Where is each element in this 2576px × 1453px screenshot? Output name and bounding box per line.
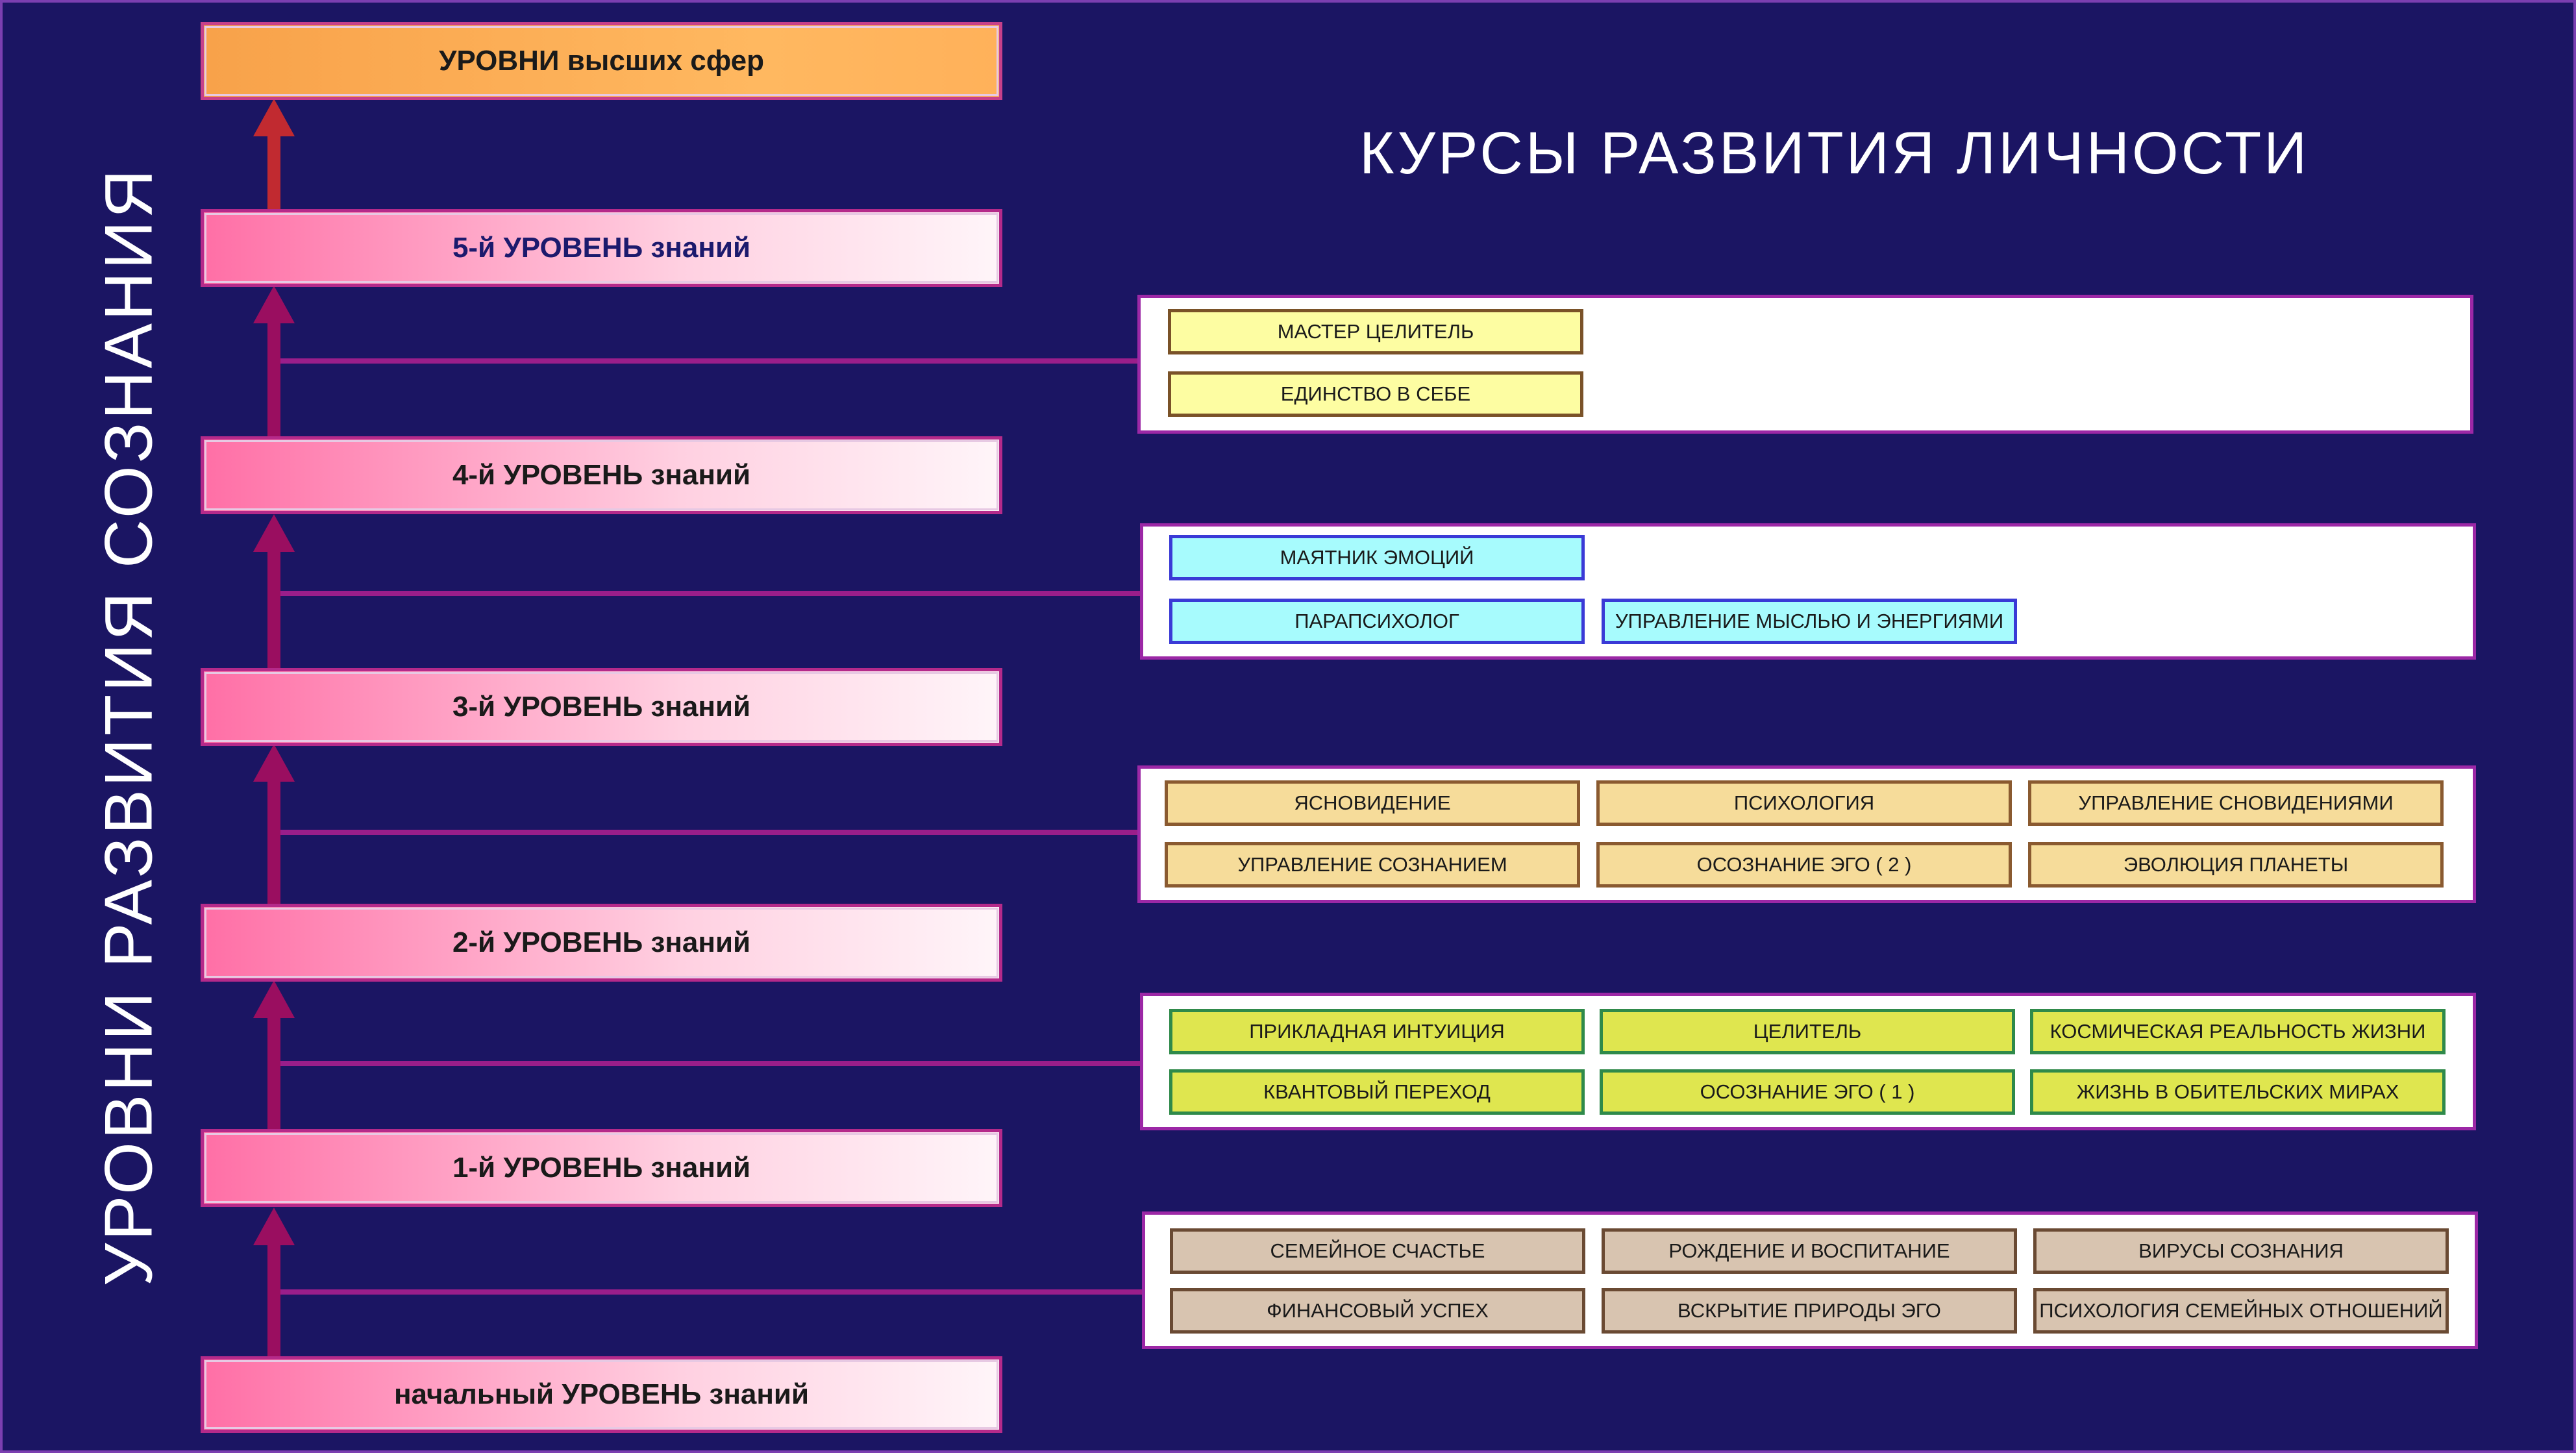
level-3-label: 3-й УРОВЕНЬ знаний [452, 691, 751, 723]
level-1-label: 1-й УРОВЕНЬ знаний [452, 1152, 751, 1184]
level-top-box: УРОВНИ высших сфер [201, 22, 1002, 100]
arrow-shaft-top [267, 132, 280, 209]
course-chip[interactable]: ФИНАНСОВЫЙ УСПЕХ [1170, 1288, 1585, 1334]
level-1-box: 1-й УРОВЕНЬ знаний [201, 1129, 1002, 1207]
arrow-head-5 [253, 286, 295, 323]
level-2-box: 2-й УРОВЕНЬ знаний [201, 904, 1002, 982]
side-title: УРОВНИ РАЗВИТИЯ СОЗНАНИЯ [91, 167, 167, 1286]
course-chip[interactable]: УПРАВЛЕНИЕ СНОВИДЕНИЯМИ [2028, 780, 2444, 826]
course-chip[interactable]: РОЖДЕНИЕ И ВОСПИТАНИЕ [1602, 1228, 2017, 1274]
arrow-shaft-3 [267, 779, 280, 904]
course-chip[interactable]: ПРИКЛАДНАЯ ИНТУИЦИЯ [1169, 1009, 1585, 1054]
level-0-label: начальный УРОВЕНЬ знаний [393, 1378, 810, 1410]
arrow-head-4 [253, 514, 295, 552]
level-0-box: начальный УРОВЕНЬ знаний [201, 1356, 1002, 1433]
course-chip[interactable]: ЖИЗНЬ В ОБИТЕЛЬСКИХ МИРАХ [2030, 1069, 2446, 1115]
main-title: КУРСЫ РАЗВИТИЯ ЛИЧНОСТИ [1359, 120, 2310, 186]
course-chip[interactable]: ЯСНОВИДЕНИЕ [1165, 780, 1580, 826]
course-chip[interactable]: КОСМИЧЕСКАЯ РЕАЛЬНОСТЬ ЖИЗНИ [2030, 1009, 2446, 1054]
course-chip[interactable]: МАСТЕР ЦЕЛИТЕЛЬ [1168, 309, 1583, 354]
connector-level1 [280, 1061, 1144, 1066]
course-chip[interactable]: ОСОЗНАНИЕ ЭГО ( 1 ) [1600, 1069, 2015, 1115]
level-4-box: 4-й УРОВЕНЬ знаний [201, 436, 1002, 514]
level-2-label: 2-й УРОВЕНЬ знаний [452, 926, 751, 958]
course-chip[interactable]: ВИРУСЫ СОЗНАНИЯ [2033, 1228, 2449, 1274]
course-chip[interactable]: ОСОЗНАНИЕ ЭГО ( 2 ) [1596, 842, 2012, 888]
arrow-shaft-1 [267, 1243, 280, 1358]
arrow-shaft-5 [267, 321, 280, 438]
course-chip[interactable]: ЭВОЛЮЦИЯ ПЛАНЕТЫ [2028, 842, 2444, 888]
level-5-label: 5-й УРОВЕНЬ знаний [452, 232, 751, 264]
course-chip[interactable]: ЦЕЛИТЕЛЬ [1600, 1009, 2015, 1054]
connector-level4 [280, 358, 1139, 364]
arrow-head-top [253, 99, 295, 136]
course-chip[interactable]: УПРАВЛЕНИЕ МЫСЛЬЮ И ЭНЕРГИЯМИ [1602, 599, 2017, 644]
course-chip[interactable]: КВАНТОВЫЙ ПЕРЕХОД [1169, 1069, 1585, 1115]
arrow-shaft-4 [267, 549, 280, 669]
arrow-shaft-2 [267, 1015, 280, 1132]
course-chip[interactable]: ВСКРЫТИЕ ПРИРОДЫ ЭГО [1602, 1288, 2017, 1334]
connector-level3 [280, 591, 1141, 596]
arrow-head-3 [253, 744, 295, 782]
course-chip[interactable]: ЕДИНСТВО В СЕБЕ [1168, 371, 1583, 417]
connector-level2 [280, 830, 1139, 835]
course-chip[interactable]: ПСИХОЛОГИЯ [1596, 780, 2012, 826]
course-chip[interactable]: СЕМЕЙНОЕ СЧАСТЬЕ [1170, 1228, 1585, 1274]
level-top-label: УРОВНИ высших сфер [438, 45, 764, 77]
course-chip[interactable]: ПАРАПСИХОЛОГ [1169, 599, 1585, 644]
course-chip[interactable]: МАЯТНИК ЭМОЦИЙ [1169, 535, 1585, 580]
course-chip[interactable]: ПСИХОЛОГИЯ СЕМЕЙНЫХ ОТНОШЕНИЙ [2033, 1288, 2449, 1334]
arrow-head-2 [253, 980, 295, 1018]
arrow-head-1 [253, 1208, 295, 1245]
course-chip[interactable]: УПРАВЛЕНИЕ СОЗНАНИЕМ [1165, 842, 1580, 888]
connector-level0 [280, 1289, 1144, 1295]
level-3-box: 3-й УРОВЕНЬ знаний [201, 668, 1002, 746]
level-5-box: 5-й УРОВЕНЬ знаний [201, 209, 1002, 287]
level-4-label: 4-й УРОВЕНЬ знаний [452, 459, 751, 491]
